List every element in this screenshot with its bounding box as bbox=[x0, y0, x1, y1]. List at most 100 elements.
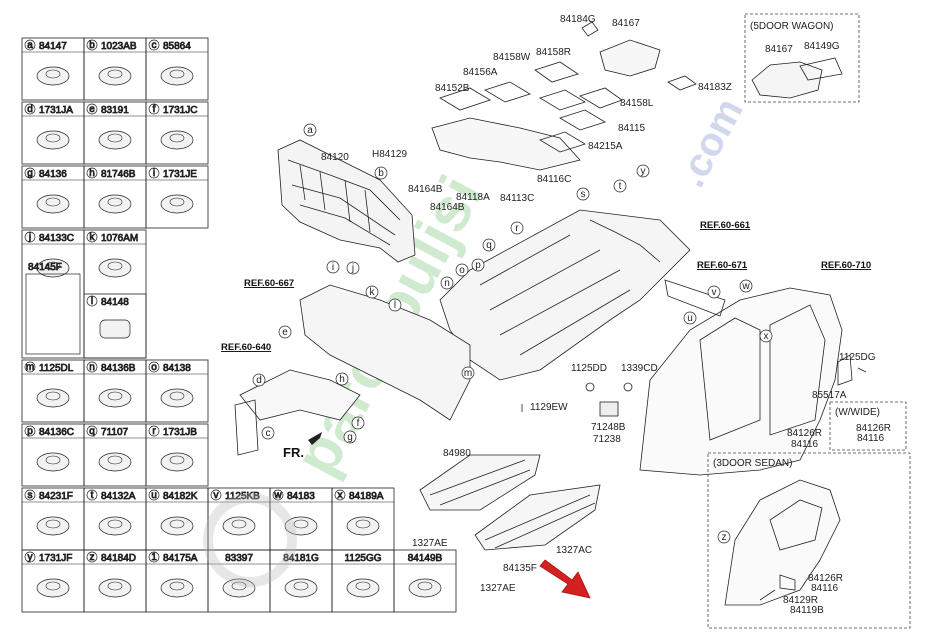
part-label-84215a[interactable]: 84215A bbox=[588, 141, 623, 152]
legend-part-number[interactable]: 84132A bbox=[101, 491, 137, 503]
callout-circle-k[interactable] bbox=[365, 285, 379, 299]
part-label-84158w[interactable]: 84158W bbox=[493, 52, 531, 63]
legend-part-number[interactable]: 84133C bbox=[39, 233, 75, 245]
part-label-84116[interactable]: 84116 bbox=[857, 433, 885, 444]
part-label-84167[interactable]: 84167 bbox=[765, 44, 793, 55]
legend-part-number[interactable]: 83397 bbox=[225, 553, 254, 565]
part-label-84126r[interactable]: 84126R bbox=[856, 423, 891, 434]
legend-part-number[interactable]: 1731JA bbox=[39, 105, 74, 117]
legend-part-number[interactable]: 1731JF bbox=[39, 553, 73, 565]
legend-part-number[interactable]: 1731JC bbox=[163, 105, 198, 117]
part-label-84115[interactable]: 84115 bbox=[618, 123, 646, 134]
callout-circle-j[interactable] bbox=[346, 261, 360, 275]
callout-circle-r[interactable] bbox=[510, 221, 524, 235]
part-label-1339cd[interactable]: 1339CD bbox=[621, 363, 658, 374]
legend-part-number[interactable]: 84183 bbox=[287, 491, 316, 503]
callout-circle-c[interactable] bbox=[261, 426, 275, 440]
ref-60-667[interactable]: REF.60-667 bbox=[244, 278, 294, 289]
part-label-84119b[interactable]: 84119B bbox=[790, 605, 824, 616]
ref-60-640[interactable]: REF.60-640 bbox=[221, 342, 271, 353]
part-label-84116[interactable]: 84116 bbox=[811, 583, 839, 594]
part-label-1129ew[interactable]: 1129EW bbox=[530, 402, 568, 413]
part-label-84116[interactable]: 84116 bbox=[791, 439, 819, 450]
legend-part-number[interactable]: 84148 bbox=[101, 297, 130, 309]
part-label-84164b[interactable]: 84164B bbox=[408, 184, 443, 195]
callout-circle-v[interactable] bbox=[707, 285, 721, 299]
callout-circle-a[interactable] bbox=[303, 123, 317, 137]
part-label-84164b[interactable]: 84164B bbox=[430, 202, 465, 213]
legend-part-number[interactable]: 84136C bbox=[39, 427, 75, 439]
part-label-84156a[interactable]: 84156A bbox=[463, 67, 498, 78]
part-label-84149g[interactable]: 84149G bbox=[804, 41, 840, 52]
legend-part-number[interactable]: 84182K bbox=[163, 491, 199, 503]
part-label-84980[interactable]: 84980 bbox=[443, 448, 471, 459]
callout-circle-i[interactable] bbox=[326, 260, 340, 274]
part-label-84116c[interactable]: 84116C bbox=[537, 174, 571, 185]
legend-part-number[interactable]: 71107 bbox=[101, 427, 129, 439]
part-label-1327ae[interactable]: 1327AE bbox=[412, 538, 448, 549]
callout-circle-p[interactable] bbox=[471, 258, 485, 272]
legend-part-number[interactable]: 84136 bbox=[39, 169, 68, 181]
part-label-71238[interactable]: 71238 bbox=[593, 434, 621, 445]
callout-circle-q[interactable] bbox=[482, 238, 496, 252]
part-label-h84129[interactable]: H84129 bbox=[372, 149, 407, 160]
legend-part-number[interactable]: 1125GG bbox=[344, 553, 382, 565]
callout-circle-f[interactable] bbox=[351, 416, 365, 430]
part-label-84183z[interactable]: 84183Z bbox=[698, 82, 732, 93]
legend-part-number[interactable]: 1023AB bbox=[101, 41, 138, 53]
callout-circle-d[interactable] bbox=[252, 373, 266, 387]
part-label-84126r[interactable]: 84126R bbox=[787, 428, 822, 439]
legend-part-number[interactable]: 1125DL bbox=[39, 363, 75, 375]
legend-part-number[interactable]: 1731JB bbox=[163, 427, 198, 439]
part-label-84126r[interactable]: 84126R bbox=[808, 573, 843, 584]
part-label-1125dg[interactable]: 1125DG bbox=[839, 352, 876, 363]
callout-circle-b[interactable] bbox=[374, 166, 388, 180]
legend-part-number[interactable]: 84189A bbox=[349, 491, 385, 503]
part-label-84158l[interactable]: 84158L bbox=[620, 98, 654, 109]
callout-circle-u[interactable] bbox=[683, 311, 697, 325]
legend-part-number[interactable]: 84136B bbox=[101, 363, 137, 375]
part-label-84184g[interactable]: 84184G bbox=[560, 14, 596, 25]
ref-60-661[interactable]: REF.60-661 bbox=[700, 220, 751, 231]
callout-circle-l[interactable] bbox=[388, 298, 402, 312]
legend-sub-part-number[interactable]: 84145F bbox=[28, 262, 63, 274]
ref-60-671[interactable]: REF.60-671 bbox=[697, 260, 748, 271]
callout-circle-g[interactable] bbox=[343, 430, 357, 444]
callout-circle-w[interactable] bbox=[739, 279, 753, 293]
part-label-84152b[interactable]: 84152B bbox=[435, 83, 470, 94]
callout-circle-m[interactable] bbox=[461, 366, 475, 380]
callout-circle-t[interactable] bbox=[613, 179, 627, 193]
legend-part-number[interactable]: 81746B bbox=[101, 169, 137, 181]
callout-circle-y[interactable] bbox=[636, 164, 650, 178]
legend-part-number[interactable]: 1125KB bbox=[225, 491, 261, 503]
legend-part-number[interactable]: 85864 bbox=[163, 41, 192, 53]
part-label-1327ac[interactable]: 1327AC bbox=[556, 545, 592, 556]
legend-part-number[interactable]: 1731JE bbox=[163, 169, 198, 181]
callout-circle-h[interactable] bbox=[335, 372, 349, 386]
callout-circle-o[interactable] bbox=[455, 263, 469, 277]
legend-part-number[interactable]: 83191 bbox=[101, 105, 130, 117]
part-label-1125dd[interactable]: 1125DD bbox=[571, 363, 607, 374]
callout-circle-e[interactable] bbox=[278, 325, 292, 339]
part-label-84118a[interactable]: 84118A bbox=[456, 192, 490, 203]
part-label-84120[interactable]: 84120 bbox=[321, 152, 349, 163]
part-label-85517a[interactable]: 85517A bbox=[812, 390, 847, 401]
legend-part-number[interactable]: 84184D bbox=[101, 553, 137, 565]
callout-circle-z[interactable] bbox=[717, 530, 731, 544]
callout-circle-n[interactable] bbox=[440, 276, 454, 290]
part-label-84158r[interactable]: 84158R bbox=[536, 47, 571, 58]
part-label-84167[interactable]: 84167 bbox=[612, 18, 640, 29]
part-label-1327ae[interactable]: 1327AE bbox=[480, 583, 516, 594]
ref-60-710[interactable]: REF.60-710 bbox=[821, 260, 871, 271]
legend-part-number[interactable]: 84175A bbox=[163, 553, 199, 565]
legend-part-number[interactable]: 1076AM bbox=[101, 233, 139, 245]
legend-part-number[interactable]: 84231F bbox=[39, 491, 74, 503]
part-label-84129r[interactable]: 84129R bbox=[783, 595, 818, 606]
legend-part-number[interactable]: 84138 bbox=[163, 363, 192, 375]
part-label-84135f[interactable]: 84135F bbox=[503, 563, 537, 574]
callout-circle-s[interactable] bbox=[576, 187, 590, 201]
legend-part-number[interactable]: 84181G bbox=[283, 553, 320, 565]
part-label-84113c[interactable]: 84113C bbox=[500, 193, 534, 204]
part-label-71248b[interactable]: 71248B bbox=[591, 422, 626, 433]
callout-circle-x[interactable] bbox=[759, 329, 773, 343]
